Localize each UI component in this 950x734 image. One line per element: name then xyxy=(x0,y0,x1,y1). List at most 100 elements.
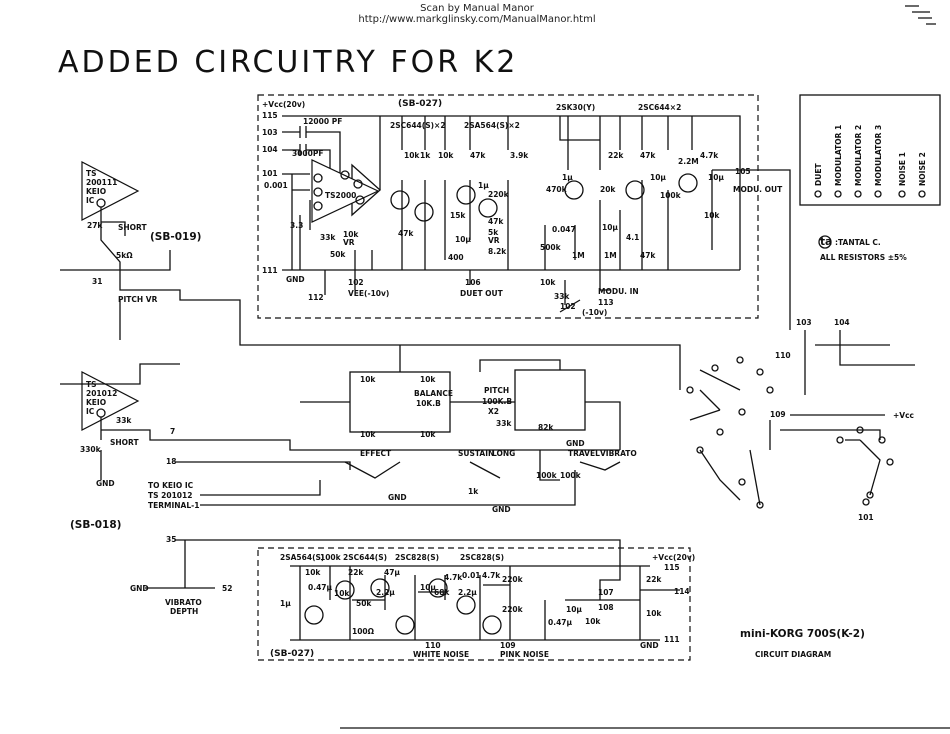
cap-1u-a: 1μ xyxy=(562,173,573,182)
legend-item-0: DUET xyxy=(814,163,823,186)
res-10k-vr-b: 10k xyxy=(540,278,556,287)
cap-3000pf: 3000PF xyxy=(292,149,324,158)
top-board-outline xyxy=(257,94,759,319)
terminal-106: 106 xyxy=(465,278,481,287)
res-10k-vr: 10k xyxy=(343,230,359,239)
transistor-b4-label: 2SC828(S) xyxy=(395,553,439,562)
res-5k-vr: 5k xyxy=(488,228,499,237)
terminal-105: 105 xyxy=(735,167,751,176)
gnd-label-depth: GND xyxy=(130,584,149,593)
terminal-102: 102 xyxy=(348,278,364,287)
gnd-label-top: GND xyxy=(286,275,305,284)
ic1-line-4: IC xyxy=(86,196,95,205)
res-5kn: 5kΩ xyxy=(116,251,133,260)
res-10k-bal-1: 10k xyxy=(360,375,376,384)
cap-10u-bot-b: 10μ xyxy=(566,605,582,614)
modu-out-label: MODU. OUT xyxy=(733,185,783,194)
terminal-52: 52 xyxy=(222,584,232,593)
res-10k-bot-b: 10k xyxy=(334,589,350,598)
res-10k-b: 10k xyxy=(438,151,454,160)
res-47k-b: 47k xyxy=(640,151,656,160)
ic2-line-3: KEIO xyxy=(86,398,106,407)
res-10k-bot-d: 10k xyxy=(646,609,662,618)
vibrato-depth-line-1: VIBRATO xyxy=(165,598,202,607)
top-board-wiring xyxy=(282,115,760,313)
res-33k-pitch: 33k xyxy=(496,419,512,428)
legend-item-4: NOISE 1 xyxy=(898,152,907,186)
terminal-101b: 101 xyxy=(858,513,874,522)
legend-contact-4 xyxy=(898,190,906,198)
res-1k-sustain: 1k xyxy=(468,487,479,496)
bottom-transistors xyxy=(304,578,502,635)
cap-0047: 0.047 xyxy=(552,225,576,234)
terminal-110b: 110 xyxy=(425,641,441,650)
res-47k-e: 47k xyxy=(640,251,656,260)
resistor-note: ALL RESISTORS ±5% xyxy=(820,253,907,262)
transistor-t4-label: 2SC644×2 xyxy=(638,103,681,112)
res-400: 400 xyxy=(448,253,464,262)
vibrato-label: VIBRATO xyxy=(600,449,637,458)
terminal-115: 115 xyxy=(262,111,278,120)
legend-contact-0 xyxy=(814,190,822,198)
res-470k: 470k xyxy=(546,185,568,194)
duet-out-label: DUET OUT xyxy=(460,289,504,298)
pitch-label: PITCH xyxy=(484,386,509,395)
res-10k-bal-2: 10k xyxy=(420,375,436,384)
terminal-7: 7 xyxy=(170,427,175,436)
sb019-label: (SB-019) xyxy=(150,231,201,243)
cap-10u-d: 10μ xyxy=(602,223,618,232)
res-3-3: 3.3 xyxy=(290,221,303,230)
transistor-t2-label: 2SA564(S)×2 xyxy=(464,121,520,130)
terminal-35: 35 xyxy=(166,535,176,544)
res-500k-vr: 500k xyxy=(540,243,562,252)
ic1-line-3: KEIO xyxy=(86,187,106,196)
transistor-b1-label: 2SA564(S) xyxy=(280,553,324,562)
res-330k: 330k xyxy=(80,445,102,454)
terminal-101: 101 xyxy=(262,169,278,178)
cap-0001: 0.001 xyxy=(264,181,288,190)
terminal-115b: 115 xyxy=(664,563,680,572)
legend-item-3: MODULATOR 3 xyxy=(874,125,883,186)
pitch-network xyxy=(514,369,586,431)
legend-box xyxy=(799,94,941,206)
terminal-18: 18 xyxy=(166,457,176,466)
ic2-line-4: IC xyxy=(86,407,95,416)
res-47k-d: 47k xyxy=(398,229,414,238)
white-noise-label: WHITE NOISE xyxy=(413,650,469,659)
pink-noise-label: PINK NOISE xyxy=(500,650,549,659)
cap-2-2u-bot-a: 2.2μ xyxy=(376,588,395,597)
res-4-7k-bot-b: 4.7k xyxy=(482,571,501,580)
ic1-line-2: 200111 xyxy=(86,178,117,187)
modu-in-label: MODU. IN xyxy=(598,287,639,296)
gnd-label-pitch: GND xyxy=(566,439,585,448)
tantal-circle xyxy=(818,235,832,249)
ic2-line-2: 201012 xyxy=(86,389,117,398)
terminal-113: 113 xyxy=(598,298,614,307)
res-10k-bal-3: 10k xyxy=(360,430,376,439)
vr-label-a: VR xyxy=(488,236,500,245)
footer-subtitle: CIRCUIT DIAGRAM xyxy=(755,650,831,659)
res-1m-b: 1M xyxy=(604,251,617,260)
long-label: LONG xyxy=(492,449,515,458)
res-220k: 220k xyxy=(488,190,510,199)
res-100-bot: 100Ω xyxy=(352,627,375,636)
cap-10u-c: 10μ xyxy=(455,235,471,244)
res-20k: 20k xyxy=(600,185,616,194)
res-100k-a: 100k xyxy=(660,191,682,200)
legend-contact-1 xyxy=(834,190,842,198)
short-label-2: SHORT xyxy=(110,438,139,447)
res-4-1: 4.1 xyxy=(626,233,639,242)
res-68k: 68k xyxy=(434,588,450,597)
ic1-symbol xyxy=(81,161,140,221)
vr-label-b: VR xyxy=(343,238,355,247)
terminal-108: 108 xyxy=(598,603,614,612)
bottom-board-label: (SB-027) xyxy=(270,649,314,659)
res-22k-bot-a: 22k xyxy=(348,568,364,577)
terminal-114: 114 xyxy=(674,587,690,596)
cap-47u-bot: 47μ xyxy=(384,568,400,577)
res-10k-a: 10k xyxy=(404,151,420,160)
terminal-109: 109 xyxy=(770,410,786,419)
effect-label: EFFECT xyxy=(360,449,392,458)
res-10k-bot-a: 10k xyxy=(305,568,321,577)
